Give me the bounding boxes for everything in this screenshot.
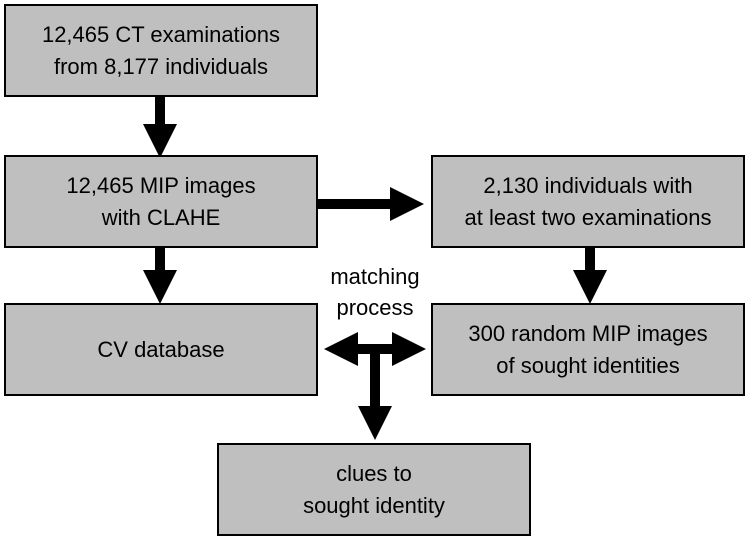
two-examinations-box: 2,130 individuals with at least two exam… — [431, 155, 745, 248]
random-mip-images-line1: 300 random MIP images — [468, 321, 708, 347]
matching-process-label: matching process — [308, 262, 442, 324]
ct-examinations-line2: from 8,177 individuals — [53, 53, 268, 79]
clues-line2: sought identity — [303, 492, 445, 518]
matching-process-line2: process — [336, 294, 414, 320]
ct-examinations-line1: 12,465 CT examinations — [41, 22, 281, 48]
random-mip-images-line2: of sought identities — [496, 352, 680, 378]
random-mip-images-box: 300 random MIP images of sought identiti… — [431, 303, 745, 396]
two-examinations-line1: 2,130 individuals with — [483, 173, 693, 199]
clues-box: clues to sought identity — [217, 443, 531, 536]
mip-images-line2: with CLAHE — [101, 204, 221, 230]
mip-images-line1: 12,465 MIP images — [66, 173, 256, 199]
cv-database-label: CV database — [97, 336, 225, 362]
ct-examinations-box: 12,465 CT examinations from 8,177 indivi… — [4, 4, 318, 97]
matching-process-line1: matching — [330, 264, 420, 289]
clues-line1: clues to — [336, 461, 412, 487]
two-examinations-line2: at least two examinations — [464, 204, 712, 230]
cv-database-box: CV database — [4, 303, 318, 396]
mip-images-box: 12,465 MIP images with CLAHE — [4, 155, 318, 248]
